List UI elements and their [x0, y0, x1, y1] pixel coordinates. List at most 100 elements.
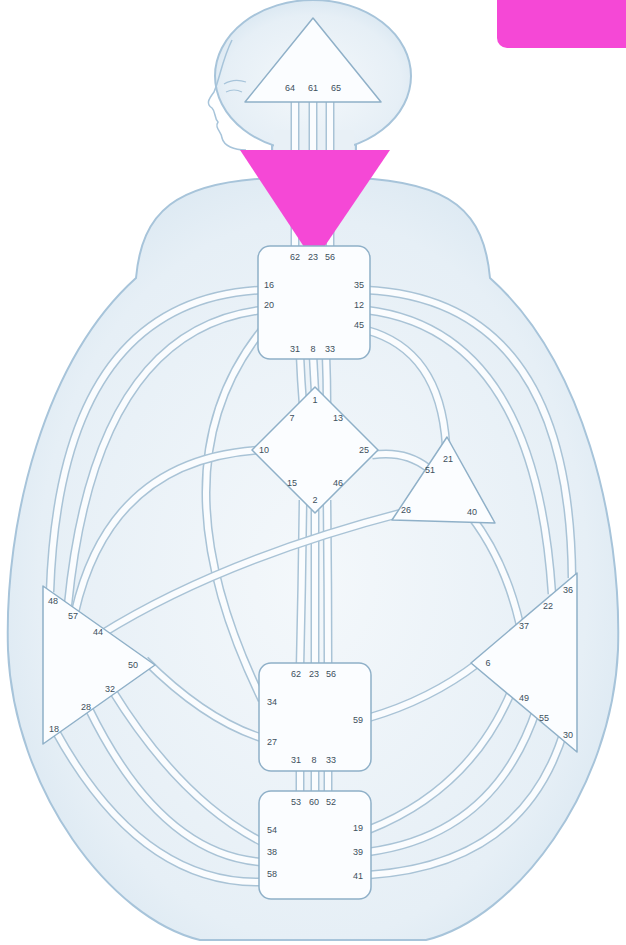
- channel-fill: [470, 515, 520, 625]
- root-center: 536052543858193941: [258, 790, 372, 900]
- gate-number: 28: [81, 702, 91, 712]
- solar-plexus-center: 3622376495530: [468, 570, 580, 755]
- channel-outline: [75, 450, 258, 612]
- gate-number: 65: [331, 83, 341, 93]
- gate-number: 35: [354, 280, 364, 290]
- gate-number: 2: [312, 495, 317, 505]
- center-outline: [259, 663, 371, 771]
- gate-number: 1: [312, 395, 317, 405]
- channel-outline: [372, 454, 428, 468]
- channel-outline: [68, 310, 262, 605]
- gate-number: 38: [267, 847, 277, 857]
- channel-outline: [368, 690, 512, 830]
- channel-outline: [366, 330, 446, 445]
- gate-number: 54: [267, 825, 277, 835]
- channel-outline: [50, 290, 262, 592]
- gate-number: 22: [543, 601, 553, 611]
- gate-number: 16: [264, 280, 274, 290]
- center-outline: [43, 586, 155, 744]
- gate-number: 61: [308, 83, 318, 93]
- channel-fill: [75, 450, 258, 612]
- gate-number: 60: [309, 797, 319, 807]
- channel-fill: [206, 330, 262, 700]
- channel-fill: [68, 310, 262, 605]
- gate-number: 26: [401, 505, 411, 515]
- face-brow: [224, 80, 246, 84]
- center-outline: [259, 791, 371, 899]
- gate-number: 50: [128, 660, 138, 670]
- gate-number: 6: [485, 658, 490, 668]
- channel: [368, 663, 478, 718]
- g-center: 1713102515462: [250, 385, 380, 515]
- gate-number: 57: [68, 611, 78, 621]
- channel-outline: [368, 728, 565, 875]
- channel-outline: [366, 310, 552, 594]
- channel: [55, 730, 262, 882]
- channel-fill: [368, 663, 478, 718]
- gate-number: 8: [311, 755, 316, 765]
- channel-fill: [366, 310, 552, 594]
- gate-number: 51: [425, 465, 435, 475]
- channel-fill: [368, 708, 537, 852]
- center-outline: [252, 387, 378, 513]
- channel-fill: [112, 690, 262, 842]
- gate-number: 32: [105, 684, 115, 694]
- center-outline: [392, 437, 495, 523]
- channel-outline: [368, 708, 537, 852]
- channel: [470, 515, 520, 625]
- channel-fill: [327, 500, 328, 668]
- channel-fill: [55, 730, 262, 882]
- gate-number: 19: [353, 823, 363, 833]
- gate-number: 41: [353, 871, 363, 881]
- channel: [145, 660, 262, 738]
- gate-number: 44: [93, 627, 103, 637]
- gate-number: 27: [267, 737, 277, 747]
- channel: [50, 290, 262, 592]
- channel: [88, 707, 262, 862]
- gate-number: 37: [519, 621, 529, 631]
- heart-center: 21512640: [388, 432, 498, 528]
- face-eye: [226, 90, 242, 92]
- center-shape: [468, 570, 580, 755]
- gate-number: 25: [359, 445, 369, 455]
- channel-outline: [366, 290, 572, 578]
- face-profile: [208, 40, 246, 150]
- channel-fill: [372, 454, 428, 468]
- gate-number: 18: [49, 724, 59, 734]
- gate-number: 31: [291, 755, 301, 765]
- gate-number: 55: [539, 713, 549, 723]
- channel: [206, 330, 262, 700]
- gate-number: 7: [289, 413, 294, 423]
- gate-number: 62: [291, 669, 301, 679]
- channel: [372, 454, 428, 468]
- channel: [368, 708, 537, 852]
- gate-number: 12: [354, 300, 364, 310]
- center-shape: [40, 583, 160, 747]
- channel-outline: [327, 500, 328, 668]
- gate-number: 62: [290, 252, 300, 262]
- channel-outline: [55, 730, 262, 882]
- gate-number: 53: [291, 797, 301, 807]
- gate-number: 33: [326, 755, 336, 765]
- gate-number: 39: [353, 847, 363, 857]
- center-outline: [245, 18, 381, 102]
- channel-outline: [300, 500, 303, 668]
- channel-fill: [50, 290, 262, 592]
- gate-number: 52: [326, 797, 336, 807]
- highlight-triangle: [240, 150, 390, 262]
- channel-outline: [88, 707, 262, 862]
- gate-number: 56: [326, 669, 336, 679]
- channel-fill: [366, 330, 446, 445]
- gate-number: 33: [325, 344, 335, 354]
- gate-number: 36: [563, 585, 573, 595]
- channel-outline: [145, 660, 262, 738]
- channel: [300, 355, 303, 405]
- center-shape: [257, 245, 371, 360]
- channel: [100, 512, 405, 635]
- gate-number: 23: [308, 252, 318, 262]
- channel-outline: [112, 690, 262, 842]
- gate-number: 23: [309, 669, 319, 679]
- gate-number: 56: [325, 252, 335, 262]
- sacral-center: 62235634275931833: [258, 662, 372, 772]
